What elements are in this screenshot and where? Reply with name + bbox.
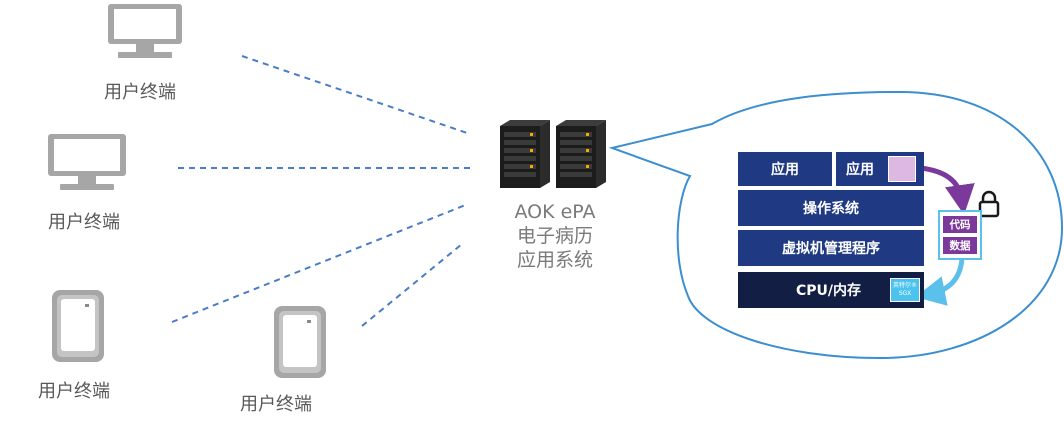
terminal-label: 用户终端 [48,212,120,233]
lock-icon [978,190,1000,218]
app-block-left: 应用 [738,152,832,186]
enclave-square [888,156,916,182]
server-label: AOK ePA 电子病历 应用系统 [490,200,620,272]
server-rack-icon [500,120,606,188]
connection-line-1 [241,55,471,135]
mobile-device-icon [52,290,104,362]
connection-line-3 [171,203,469,323]
terminal-label: 用户终端 [104,82,176,103]
server-name: AOK ePA [514,201,596,223]
connection-line-4 [361,243,463,327]
mobile-device-icon [274,306,326,378]
code-tag: 代码 [943,216,977,233]
terminal-label: 用户终端 [38,381,110,402]
purple-arrow [919,165,975,215]
monitor-icon [108,4,182,58]
terminal-label: 用户终端 [240,394,312,415]
vmm-block: 虚拟机管理程序 [738,230,924,266]
os-block: 操作系统 [738,190,924,226]
data-tag: 数据 [943,237,977,254]
cyan-arrow [915,257,965,306]
cpu-memory-label: CPU/内存 [796,283,862,299]
enclave-box: 代码 数据 [938,210,982,260]
sgx-chip: 英特尔® SGX [890,278,920,302]
app-label: 应用 [846,162,874,178]
server-subtitle: 应用系统 [516,249,593,271]
monitor-icon [48,134,126,190]
server-subtitle: 电子病历 [516,225,593,247]
